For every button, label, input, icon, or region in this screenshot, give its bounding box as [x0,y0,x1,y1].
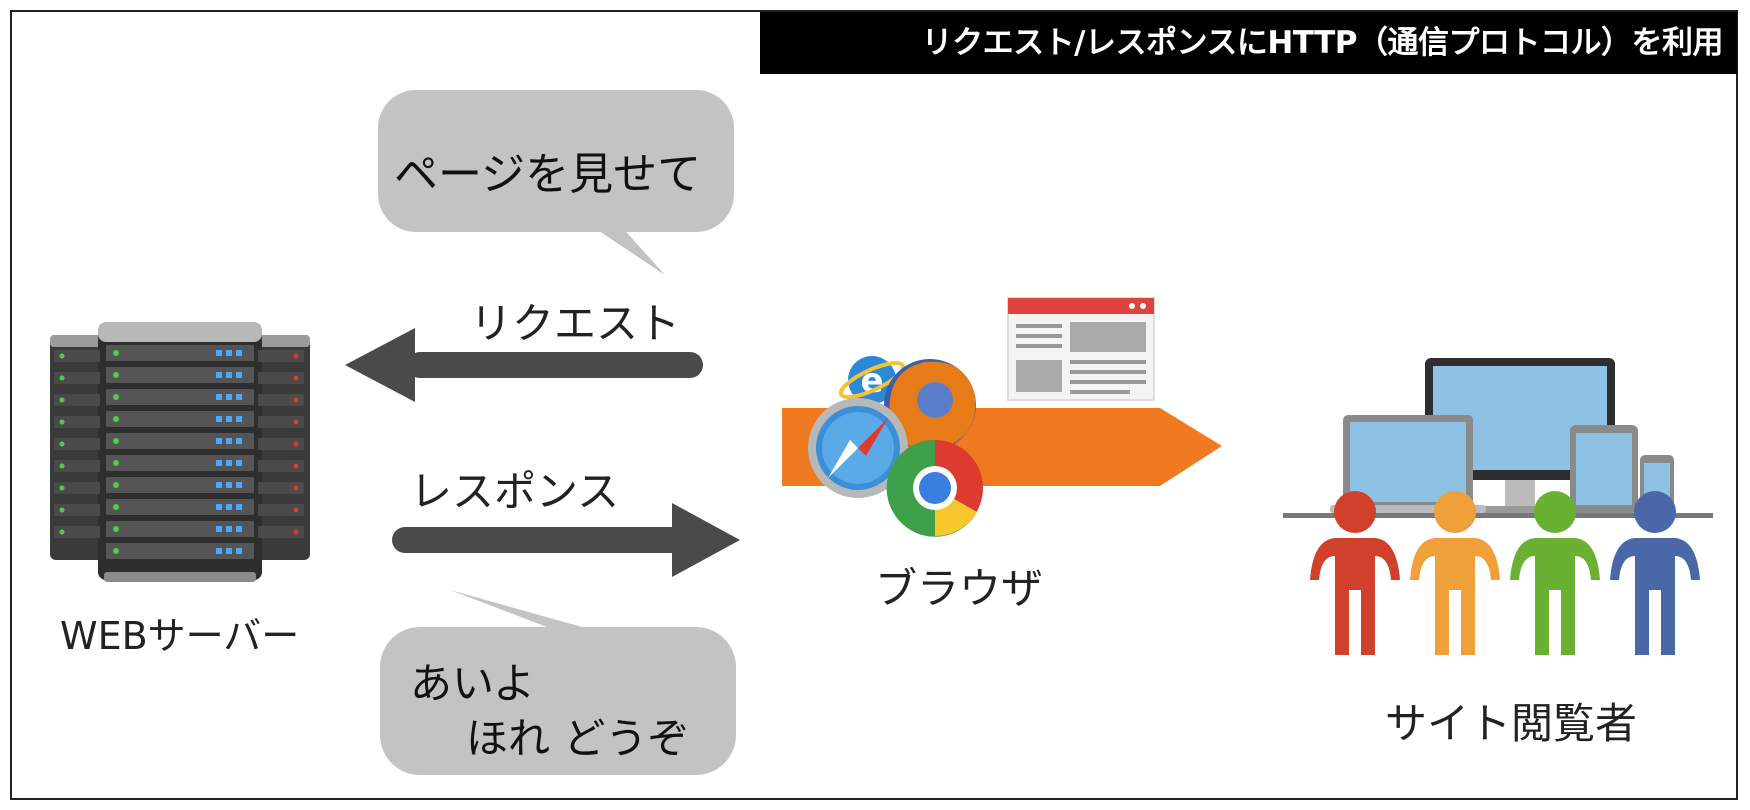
chrome-icon [886,439,983,537]
webpage-icon [1007,297,1155,401]
person-green-icon [1510,491,1600,655]
person-red-icon [1310,491,1400,655]
response-bubble-line1: あいよ [410,659,536,708]
response-label: レスポンス [410,467,620,516]
browser-illustration: e [782,297,1222,537]
server-label: WEBサーバー [60,614,300,658]
diagram-title: リクエスト/レスポンスにHTTP（通信プロトコル）を利用 [760,12,1737,74]
server-icon [50,322,310,582]
browser-label: ブラウザ [875,564,1044,613]
response-bubble-line2: ほれ どうぞ [466,714,690,763]
firefox-icon [884,359,976,451]
request-speech-bubble [378,90,734,275]
person-orange-icon [1410,491,1500,655]
ie-icon: e [838,356,906,404]
viewer-people [1310,491,1700,655]
request-arrow [345,328,703,402]
viewers-label: サイト閲覧者 [1385,699,1638,748]
response-arrow [392,503,740,577]
person-blue-icon [1610,491,1700,655]
response-speech-bubble [380,590,736,775]
request-label: リクエスト [470,299,681,348]
safari-icon [808,398,908,498]
request-bubble-text: ページを見せて [394,149,702,200]
